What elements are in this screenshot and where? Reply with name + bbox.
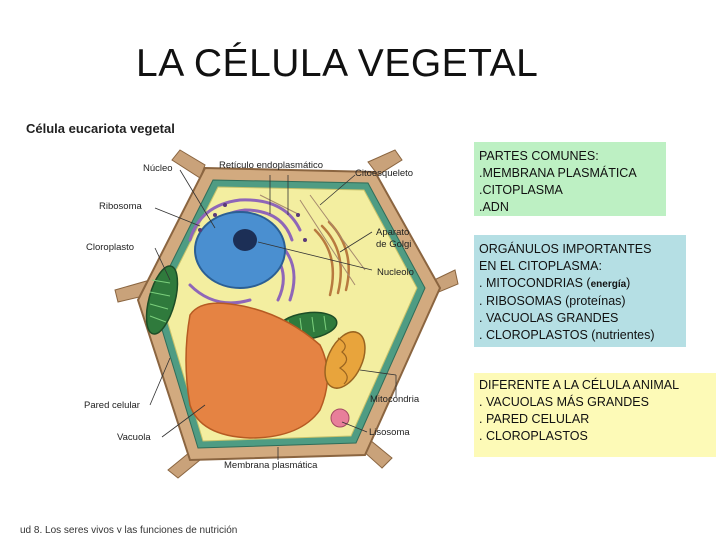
box-diferente-line: DIFERENTE A LA CÉLULA ANIMAL (479, 378, 680, 392)
nucleolus (233, 229, 257, 251)
box-comunes-line: PARTES COMUNES: (479, 149, 599, 163)
box-diferente-line: . CLOROPLASTOS (479, 429, 588, 443)
label-nucleo: Núcleo (143, 163, 173, 174)
mitochondrion (324, 331, 366, 389)
label-membrana: Membrana plasmática (224, 460, 318, 471)
box-organulos-line: EN EL CITOPLASMA: (479, 259, 602, 273)
box-comunes-line: .MEMBRANA PLASMÁTICA (479, 166, 637, 180)
cytoskeleton (259, 194, 366, 286)
mito-energia: energía (590, 279, 627, 290)
box-diferente: DIFERENTE A LA CÉLULA ANIMAL . VACUOLAS … (474, 373, 716, 457)
label-de-golgi: de Golgi (376, 239, 412, 250)
diagram-heading: Célula eucariota vegetal (26, 121, 175, 136)
label-vacuola: Vacuola (117, 432, 151, 443)
label-pointers (149, 169, 397, 460)
vacuole (185, 302, 329, 439)
label-cloroplasto: Cloroplasto (86, 242, 135, 253)
box-diferente-line: . VACUOLAS MÁS GRANDES (479, 395, 649, 409)
lysosome (330, 408, 350, 428)
label-mitocondria: Mitocondria (370, 394, 420, 405)
box-diferente-line: . PARED CELULAR (479, 412, 590, 426)
box-organulos-line: . RIBOSOMAS (proteínas) (479, 294, 626, 308)
label-reticulo: Retículo endoplasmático (219, 160, 324, 171)
box-organulos-mitocondrias: . MITOCONDRIAS (energía) (479, 275, 682, 293)
box-comunes-line: .ADN (479, 200, 509, 214)
box-partes-comunes: PARTES COMUNES: .MEMBRANA PLASMÁTICA .CI… (474, 142, 666, 216)
label-ribosoma: Ribosoma (99, 201, 142, 212)
label-pared-celular: Pared celular (84, 400, 140, 411)
nucleus (194, 211, 286, 289)
box-organulos-line: . VACUOLAS GRANDES (479, 311, 619, 325)
mito-prefix: . MITOCONDRIAS ( (479, 276, 591, 290)
figure-caption: ud 8. Los seres vivos y las funciones de… (20, 525, 238, 533)
ribosomes (198, 203, 307, 242)
mito-suffix: ) (626, 276, 631, 290)
slide-title: LA CÉLULA VEGETAL (136, 42, 539, 85)
label-nucleolo: Nucleolo (377, 267, 414, 278)
label-lisosoma: Lisosoma (369, 427, 410, 438)
box-organulos: ORGÁNULOS IMPORTANTES EN EL CITOPLASMA: … (474, 235, 686, 347)
box-organulos-line: . CLOROPLASTOS (nutrientes) (479, 328, 655, 342)
box-comunes-line: .CITOPLASMA (479, 183, 563, 197)
box-organulos-line: ORGÁNULOS IMPORTANTES (479, 242, 652, 256)
label-citoesqueleto: Citoesqueleto (355, 168, 414, 179)
label-aparato: Aparato (376, 227, 410, 238)
